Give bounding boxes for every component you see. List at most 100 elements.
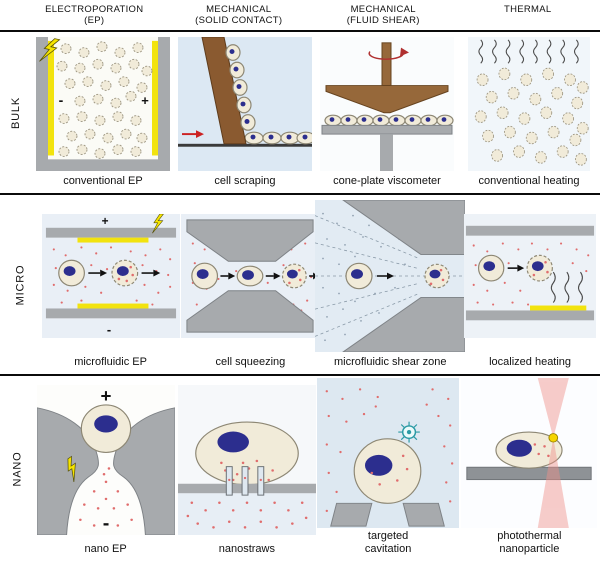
targeted-cavitation-illustration [317, 378, 460, 528]
caption-cell-squeezing: cell squeezing [215, 356, 286, 368]
column-header-row: ELECTROPORATION (EP) MECHANICAL (SOLID C… [0, 0, 600, 30]
nano-ep-illustration: + - [36, 379, 175, 541]
caption-microfluidic-ep: microfluidic EP [74, 356, 147, 368]
cell-monolayer [324, 114, 454, 127]
sheared-cell [424, 263, 450, 289]
column-title-thermal: THERMAL [456, 4, 600, 15]
nozzle-wall-top [342, 200, 466, 256]
channel-wall-bottom [45, 308, 176, 319]
caption-cone-plate-viscometer: cone-plate viscometer [333, 175, 441, 187]
support-block-right [402, 502, 446, 527]
caption-photothermal-nanoparticle: photothermal nanoparticle [497, 530, 562, 555]
suspended-cells [56, 41, 153, 159]
trapped-cell [80, 404, 131, 453]
microfluidic-ep-illustration: + - [41, 198, 180, 354]
panel-conventional-ep: - + conventional EP [32, 32, 174, 193]
channel-wall-top [45, 227, 176, 238]
flow-arrow-icon [377, 272, 395, 280]
flow-arrow-icon [220, 272, 236, 280]
constriction-wall-top [186, 219, 315, 262]
cavitation-bubble-icon [398, 421, 420, 443]
molecule-dots [325, 388, 454, 513]
photothermal-nanoparticle-illustration [461, 378, 598, 528]
column-title-electroporation: ELECTROPORATION (EP) [22, 4, 167, 26]
molecule-dots [186, 501, 308, 529]
caption-nanostraws: nanostraws [218, 543, 275, 555]
caption-localized-heating: localized heating [489, 356, 572, 368]
panel-cell-scraping: cell scraping [174, 32, 316, 193]
nanopore-wall-left [36, 407, 99, 535]
column-title-mechanical-fluid: MECHANICAL (FLUID SHEAR) [311, 4, 456, 26]
caption-cell-scraping: cell scraping [214, 175, 276, 187]
lightning-icon [39, 38, 61, 62]
row-label-text: NANO [11, 451, 24, 486]
column-title-line: (EP) [84, 15, 105, 26]
row-label-text: BULK [9, 96, 22, 129]
divider-line [0, 193, 600, 195]
column-title-line: MECHANICAL [350, 4, 416, 15]
bottom-electrode [77, 303, 149, 309]
row-label-micro: MICRO [0, 195, 41, 374]
microfluidic-shear-zone-illustration [315, 198, 466, 354]
target-cell [353, 438, 422, 504]
scrape-direction-arrow-icon [181, 130, 204, 138]
heat-wave-icons [478, 39, 579, 64]
flow-arrow-icon [141, 269, 160, 277]
cell-on-substrate [195, 421, 299, 486]
lightning-icon [151, 214, 164, 234]
heated-cell [526, 254, 553, 282]
heated-cells [474, 67, 589, 166]
spindle [381, 42, 392, 87]
plus-sign: + [100, 385, 111, 406]
flowing-cell [478, 254, 505, 282]
plus-sign: + [141, 93, 149, 108]
caption-targeted-cavitation: targeted cavitation [364, 530, 412, 555]
column-title-line: (SOLID CONTACT) [195, 15, 283, 26]
substrate-bar [466, 466, 593, 481]
panel-cell-squeezing: cell squeezing [181, 195, 321, 374]
row-nano: NANO + - [0, 376, 600, 561]
cone [325, 85, 449, 114]
caption-nano-ep: nano EP [84, 543, 127, 555]
top-electrode [77, 237, 149, 243]
rotation-arrow-icon [368, 47, 409, 60]
nozzle-wall-bottom [342, 296, 466, 352]
support-block-left [330, 502, 373, 527]
flowing-cell [191, 262, 219, 290]
squeezed-cell [237, 265, 264, 287]
molecule-dots [78, 467, 133, 527]
flow-arrow-icon [266, 272, 281, 280]
panel-microfluidic-ep: + - microfluidic EP [41, 195, 181, 374]
bottom-plate [321, 124, 453, 135]
divider-line [0, 30, 600, 32]
row-micro: MICRO + - [0, 195, 600, 374]
caption-conventional-heating: conventional heating [478, 175, 580, 187]
nanostraw-tubes [225, 466, 265, 496]
adherent-cells [244, 131, 312, 145]
scraped-cells [225, 44, 256, 131]
conventional-ep-illustration: - + [35, 35, 170, 173]
permeabilized-cell [110, 259, 138, 287]
panel-localized-heating: localized heating [460, 195, 600, 374]
nanostraws-illustration [177, 379, 316, 541]
flowing-cell [57, 259, 85, 287]
panel-targeted-cavitation: targeted cavitation [317, 376, 460, 561]
lightning-icon [67, 455, 76, 482]
molecule-dots [52, 246, 171, 306]
nanopore-wall-right [112, 407, 175, 535]
panel-conventional-heating: conventional heating [458, 32, 600, 193]
constriction-wall-bottom [186, 290, 315, 333]
cell-squeezing-illustration [181, 198, 320, 354]
permeabilized-cell [282, 263, 308, 289]
panel-photothermal-nanoparticle: photothermal nanoparticle [459, 376, 600, 561]
column-title-line: (FLUID SHEAR) [346, 15, 420, 26]
row-bulk: BULK [0, 32, 600, 193]
caption-conventional-ep: conventional EP [63, 175, 143, 187]
laser-beam [538, 378, 570, 528]
row-label-nano: NANO [0, 376, 35, 561]
localized-heating-illustration [464, 198, 597, 354]
divider-line [0, 374, 600, 376]
panel-cone-plate-viscometer: cone-plate viscometer [316, 32, 458, 193]
conventional-heating-illustration [467, 35, 590, 173]
